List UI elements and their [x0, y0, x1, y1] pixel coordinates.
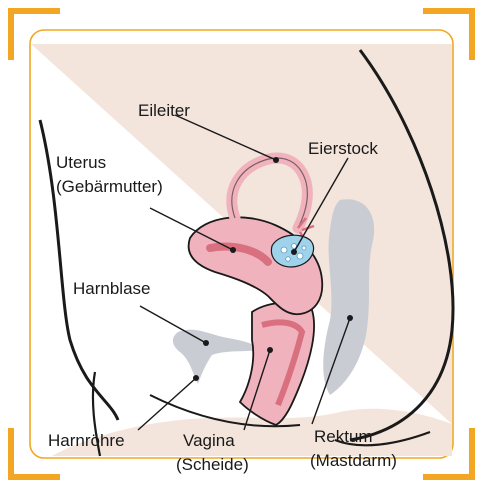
- leader-rektum-dot: [347, 315, 353, 321]
- label-rektum-sub: (Mastdarm): [310, 450, 397, 471]
- label-harnblase: Harnblase: [73, 278, 151, 299]
- leader-harnblase-dot: [203, 340, 209, 346]
- label-uterus-sub: (Gebärmutter): [56, 176, 163, 197]
- label-uterus: Uterus: [56, 152, 106, 173]
- label-vagina: Vagina: [183, 430, 235, 451]
- leader-eileiter-dot: [273, 157, 279, 163]
- label-eierstock: Eierstock: [308, 138, 378, 159]
- leader-vagina-dot: [267, 347, 273, 353]
- label-harnroehre: Harnröhre: [48, 430, 125, 451]
- leader-harnroehre-dot: [193, 375, 199, 381]
- label-rektum: Rektum: [314, 426, 373, 447]
- label-eileiter: Eileiter: [138, 100, 190, 121]
- leader-eierstock-dot: [291, 249, 297, 255]
- label-vagina-sub: (Scheide): [176, 454, 249, 475]
- leader-uterus-dot: [230, 247, 236, 253]
